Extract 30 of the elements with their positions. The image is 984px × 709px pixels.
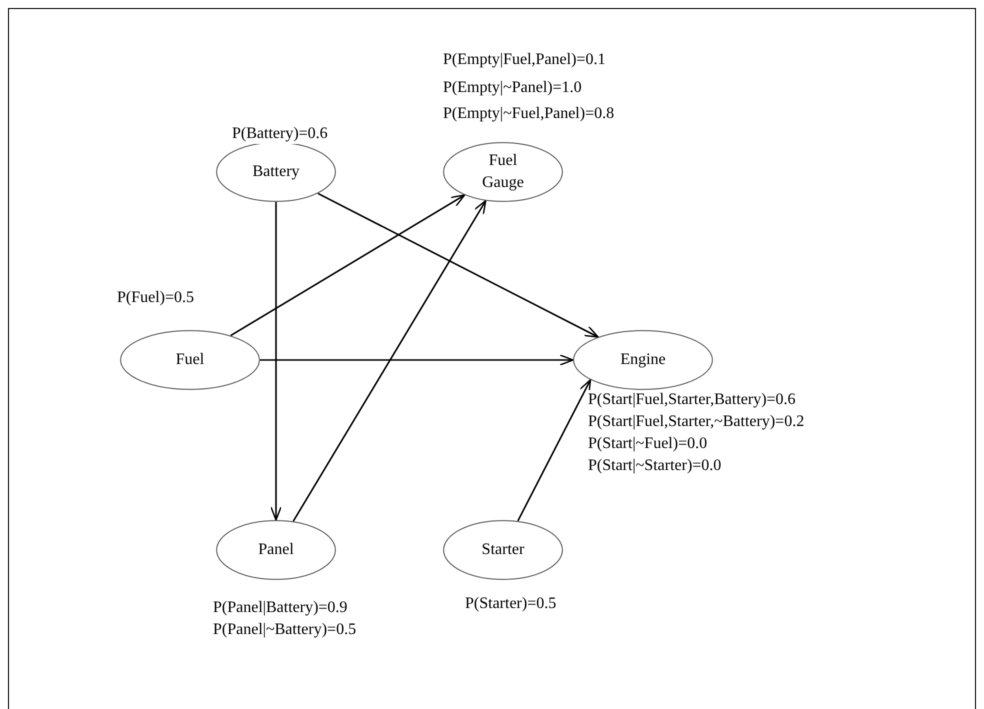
node-ellipse — [216, 520, 336, 580]
arrow — [270, 202, 282, 521]
probability-label: P(Empty|~Fuel,Panel)=0.8 — [443, 104, 614, 124]
node-ellipse — [120, 330, 260, 390]
node-label: Fuel — [176, 350, 204, 370]
node-ellipse — [443, 142, 563, 202]
probability-label: P(Battery)=0.6 — [232, 124, 328, 144]
node-ellipse — [216, 142, 336, 202]
probability-label: P(Panel|Battery)=0.9 — [213, 598, 348, 618]
probability-label: P(Panel|~Battery)=0.5 — [213, 620, 356, 640]
probability-label: P(Empty|~Panel)=1.0 — [443, 78, 582, 98]
arrow — [292, 200, 486, 522]
node-label: Panel — [258, 540, 294, 560]
probability-label: P(Fuel)=0.5 — [117, 288, 194, 308]
node-label: Engine — [620, 350, 666, 370]
probability-label: P(Starter)=0.5 — [465, 594, 556, 614]
node-label: Starter — [482, 540, 524, 560]
probability-label: P(Start|~Starter)=0.0 — [588, 456, 722, 476]
node-ellipse — [443, 520, 563, 580]
arrow — [230, 194, 466, 336]
arrow — [260, 354, 574, 366]
probability-label: P(Start|Fuel,Starter,~Battery)=0.2 — [588, 412, 804, 432]
probability-label: P(Start|Fuel,Starter,Battery)=0.6 — [588, 390, 796, 410]
probability-label: P(Start|~Fuel)=0.0 — [588, 434, 708, 454]
node-ellipse — [573, 330, 713, 390]
node-label: Fuel Gauge — [481, 151, 525, 193]
arrow — [517, 379, 592, 522]
probability-label: P(Empty|Fuel,Panel)=0.1 — [443, 50, 606, 70]
node-label: Battery — [252, 162, 300, 182]
arrow — [318, 192, 599, 338]
